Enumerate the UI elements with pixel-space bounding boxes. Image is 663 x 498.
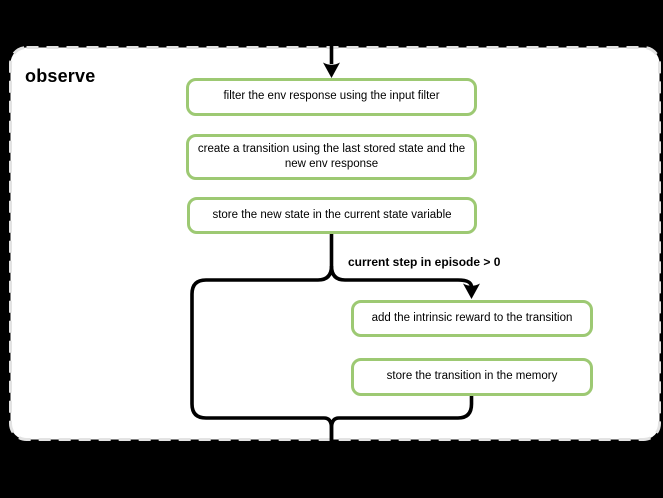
node-label: add the intrinsic reward to the transiti… bbox=[371, 311, 573, 324]
node-store-new-state: store the new state in the current state… bbox=[187, 197, 477, 234]
merge-connector-line bbox=[329, 396, 474, 447]
right-branch-connector-line bbox=[329, 265, 474, 288]
node-add-intrinsic-reward: add the intrinsic reward to the transiti… bbox=[351, 300, 593, 337]
node-label: store the new state in the current state… bbox=[212, 208, 452, 221]
edge-condition-label: current step in episode > 0 bbox=[348, 255, 501, 269]
entry-arrowhead-icon bbox=[323, 62, 340, 78]
node-label: store the transition in the memory bbox=[386, 370, 558, 383]
node-label: create a transition using the last store… bbox=[197, 142, 466, 170]
node-filter-env-response: filter the env response using the input … bbox=[186, 78, 477, 116]
node-store-transition: store the transition in the memory bbox=[351, 358, 593, 396]
left-bypass-connector-line bbox=[190, 265, 334, 447]
node-label: filter the env response using the input … bbox=[223, 90, 440, 103]
group-title-observe: observe bbox=[25, 66, 96, 86]
branch-arrowhead-icon bbox=[463, 283, 480, 299]
node-create-transition: create a transition using the last store… bbox=[186, 134, 477, 180]
observe-group-panel bbox=[9, 46, 661, 441]
